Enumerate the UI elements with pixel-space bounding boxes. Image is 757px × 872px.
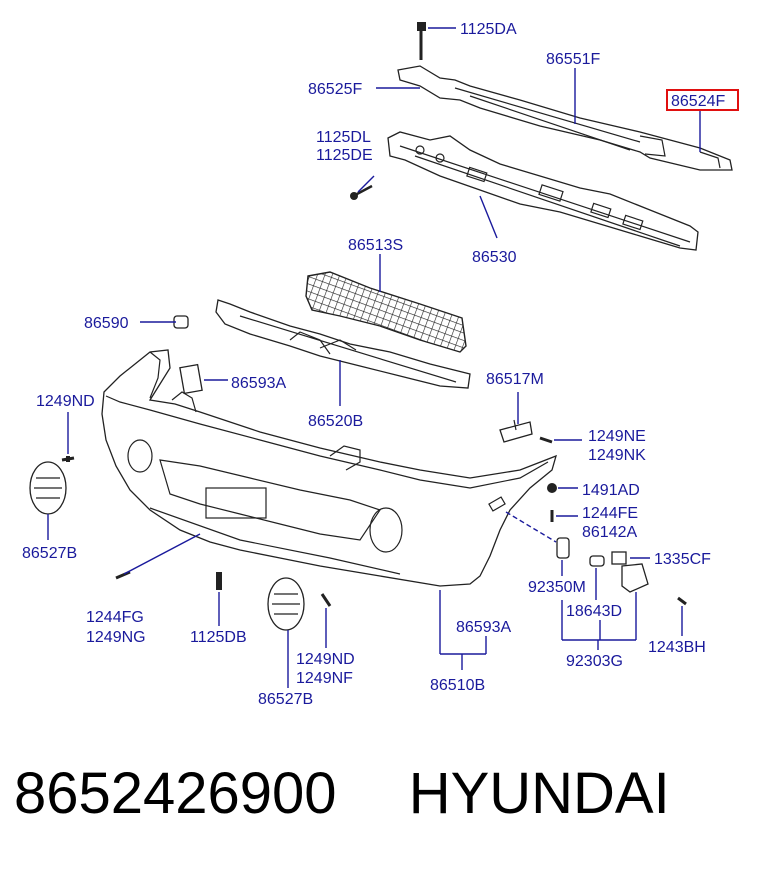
label-1249ng: 1249NG [86,629,146,646]
label-1249nd-bottom: 1249ND [296,651,355,668]
bracket-86593a-icon [179,363,203,395]
label-92350m: 92350M [528,579,586,596]
label-1491ad: 1491AD [582,482,640,499]
parts-diagram: 1125DA 86551F 86525F 86524F 1125DL 1125D… [22,21,739,708]
label-1125da: 1125DA [460,21,517,38]
label-86524f[interactable]: 86524F [671,93,725,110]
small-hardware [61,436,687,607]
bumper-back-beam [387,131,699,251]
label-1249nf: 1249NF [296,670,353,687]
label-86593a-top: 86593A [231,375,286,392]
label-1249nd-left: 1249ND [36,393,95,410]
label-1249ne: 1249NE [588,428,646,445]
label-1244fg: 1244FG [86,609,144,626]
upper-absorber-bracket [397,65,733,171]
label-86142a: 86142A [582,524,637,541]
clip-86590-icon [173,315,189,329]
fog-lamp-cover-bottom [267,577,305,631]
label-86527b-left: 86527B [22,545,77,562]
brand-name: HYUNDAI [408,761,670,826]
label-1243bh: 1243BH [648,639,706,656]
label-1125db: 1125DB [190,629,247,646]
part-labels: 1125DA 86551F 86525F 86524F 1125DL 1125D… [22,21,739,708]
label-1249nk: 1249NK [588,447,646,464]
label-86525f: 86525F [308,81,362,98]
footer: 8652426900 HYUNDAI [14,760,754,850]
label-86513s: 86513S [348,237,403,254]
bolt-1125da-icon [417,22,426,60]
label-86520b: 86520B [308,413,363,430]
bumper-absorber [215,299,471,389]
leader-lines [47,27,701,688]
label-86530: 86530 [472,249,517,266]
label-1335cf: 1335CF [654,551,711,568]
highlight-box-86524f [666,89,739,111]
label-86590: 86590 [84,315,129,332]
label-1125dl: 1125DL [316,129,371,146]
label-18643d: 18643D [566,603,622,620]
label-86510b: 86510B [430,677,485,694]
bracket-86517m-icon [499,419,533,443]
label-86593a-bottom: 86593A [456,619,511,636]
grille-mesh [305,271,467,353]
bumper-cover [101,349,557,587]
label-1244fe: 1244FE [582,505,638,522]
label-86551f: 86551F [546,51,600,68]
label-86527b-bottom: 86527B [258,691,313,708]
label-92303g: 92303G [566,653,623,670]
label-1125de: 1125DE [316,147,373,164]
fog-lamp-cover-left [29,461,67,515]
label-86517m: 86517M [486,371,544,388]
bolt-1125dl-icon [350,184,373,200]
part-number: 8652426900 [14,761,337,826]
